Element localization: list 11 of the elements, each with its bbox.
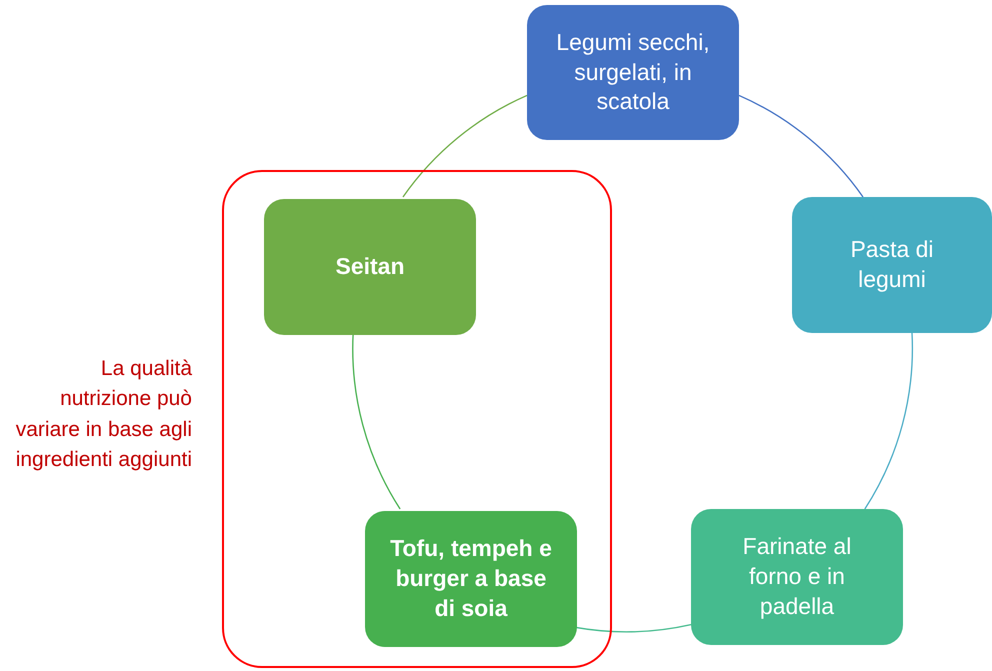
process-box: Legumi secchi, surgelati, in scatola: [527, 5, 739, 140]
connector-arc: [738, 94, 864, 198]
connector-arc: [574, 624, 692, 632]
note-text: La qualità nutrizione può variare in base agli ingredienti aggiunti: [14, 356, 192, 474]
connector-arc: [864, 333, 913, 510]
connector-arc: [352, 333, 401, 510]
process-box: Tofu, tempeh e burger a base di soia: [365, 511, 577, 647]
process-box: Pasta di legumi: [792, 197, 992, 333]
process-box: Farinate al forno e in padella: [691, 509, 903, 645]
process-box: Seitan: [264, 199, 476, 335]
connector-arc: [402, 94, 528, 198]
